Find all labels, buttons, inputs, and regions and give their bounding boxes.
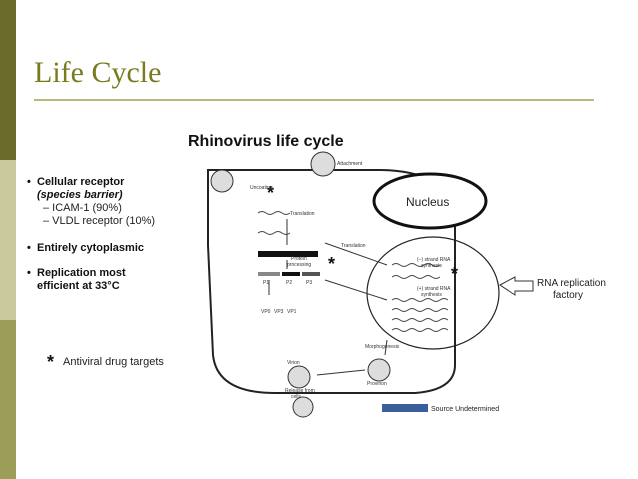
nucleus (372, 172, 488, 230)
svg-text:*: * (451, 264, 458, 284)
step-8-label: Morphogenesis (365, 344, 400, 350)
svg-text:*: * (328, 254, 335, 274)
protein-p1-label: P1 (263, 280, 269, 286)
step-6-label-1: (+) strand RNA (417, 286, 451, 292)
step-5-label-2: synthesis (421, 263, 442, 269)
side-bar-middle (0, 160, 16, 320)
factory-label-line-1: RNA replication (537, 278, 606, 289)
protein-p3-label: P3 (306, 280, 312, 286)
svg-text:•: • (27, 176, 31, 188)
vp1-label: VP1 (287, 309, 297, 315)
svg-text:*: * (267, 183, 274, 203)
protein-p1 (258, 272, 280, 276)
step-9-label-1: Release from (285, 388, 315, 394)
process-arrows (268, 219, 388, 376)
step-7-label: Translation (341, 243, 366, 249)
rna-strands (257, 211, 449, 332)
step-2-label: Uncoating (250, 185, 273, 191)
replication-factory (366, 236, 500, 350)
drug-target-markers: * * * (267, 183, 458, 284)
side-bar-bottom (0, 320, 16, 479)
bullet-3-cont: efficient at 33°C (37, 280, 120, 292)
drug-targets-label: Antiviral drug targets (63, 356, 164, 368)
svg-text:•: • (27, 242, 31, 254)
vp3-label: VP3 (274, 309, 284, 315)
protein-p3 (302, 272, 320, 276)
bullet-1-main: Cellular receptor (37, 176, 125, 188)
step-1-label: Attachment (337, 161, 363, 167)
drug-targets-star: * (47, 352, 54, 372)
step-5-label-1: (–) strand RNA (417, 257, 451, 263)
side-bar-top (0, 0, 16, 160)
bullet-3-main: Replication most (37, 267, 126, 279)
source-label: Source Undetermined (431, 406, 499, 413)
provirion-label: Provirion (367, 381, 387, 387)
bullet-list: • Cellular receptor (species barrier) – … (27, 176, 155, 292)
source-logo (382, 404, 428, 412)
bullet-1-sub: (species barrier) (37, 189, 123, 201)
bullet-1-item-1: – ICAM-1 (90%) (43, 202, 122, 214)
factory-pointer-arrow (499, 276, 534, 296)
step-4-label-2: processing (287, 262, 311, 268)
polyprotein-bar (258, 251, 318, 257)
bullet-2-main: Entirely cytoplasmic (37, 242, 144, 254)
protein-p2-label: P2 (286, 280, 292, 286)
protein-p2 (282, 272, 300, 276)
vp0-label: VP0 (261, 309, 271, 315)
step-3-label: Translation (290, 211, 315, 217)
step-9-label-2: cells (291, 394, 302, 400)
life-cycle-figure: Rhinovirus life cycle Nucleus * * * (27, 133, 606, 418)
bullet-1-item-2: – VLDL receptor (10%) (43, 215, 155, 227)
virion-icon (210, 151, 391, 418)
nucleus-label: Nucleus (406, 195, 449, 209)
slide-title: Life Cycle (34, 56, 162, 89)
virion-label: Virion (287, 360, 300, 366)
step-6-label-2: synthesis (421, 292, 442, 298)
factory-label-line-2: factory (553, 290, 583, 301)
figure-title: Rhinovirus life cycle (188, 133, 344, 150)
step-4-label-1: Protein (291, 256, 307, 262)
title-divider (34, 99, 594, 101)
svg-text:•: • (27, 267, 31, 279)
